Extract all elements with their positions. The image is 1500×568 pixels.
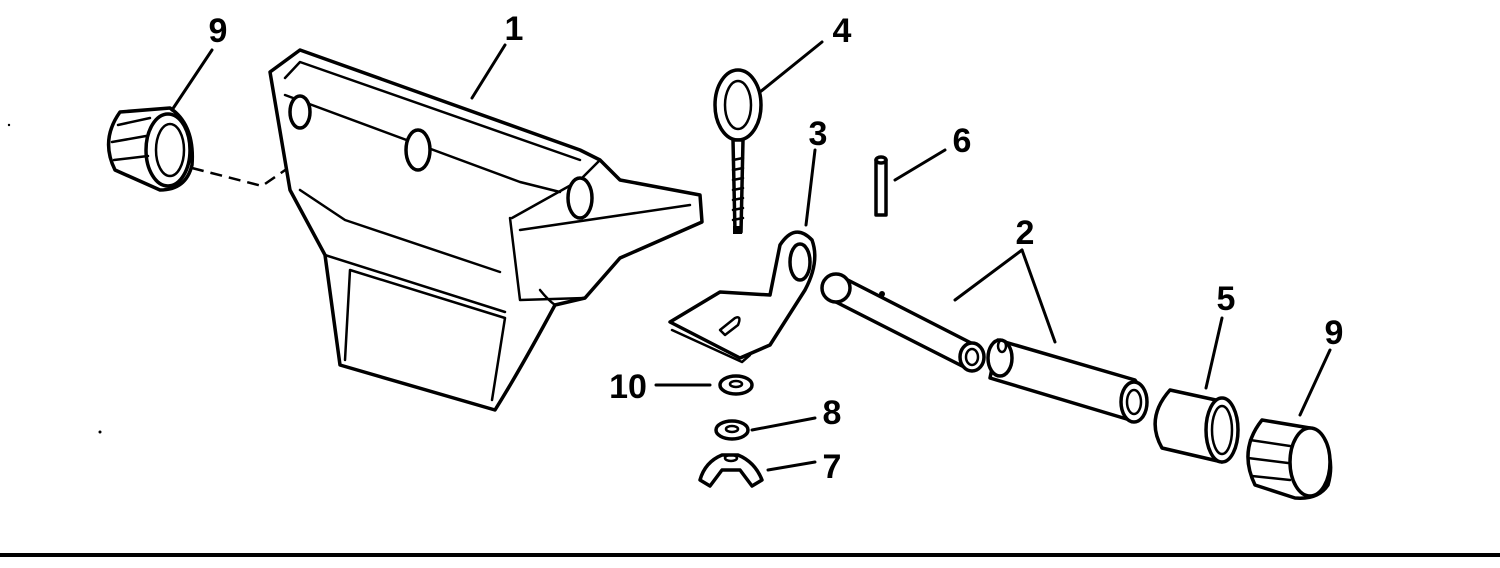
- leader-9-left: [170, 48, 214, 112]
- callout-9-right: 9: [1325, 314, 1344, 352]
- callout-6: 6: [953, 122, 972, 160]
- callout-8: 8: [823, 394, 842, 432]
- bracket: [268, 48, 704, 412]
- stray-dot-left: [98, 430, 102, 434]
- leader-lines: [170, 40, 1332, 472]
- stray-dot-top: [7, 123, 11, 127]
- tube-lower: [986, 338, 1149, 424]
- eye-bolt: [713, 68, 763, 234]
- leader-8: [750, 416, 817, 432]
- leader-1: [470, 43, 507, 100]
- leader-3: [804, 148, 817, 227]
- callout-4: 4: [833, 12, 852, 50]
- callout-7: 7: [823, 448, 842, 486]
- leader-9-right: [1298, 348, 1332, 417]
- callout-10: 10: [609, 368, 647, 406]
- leader-2b: [1020, 248, 1057, 344]
- leader-2a: [953, 248, 1024, 302]
- washer-10: [718, 374, 754, 396]
- leader-7: [766, 460, 817, 472]
- callout-5: 5: [1217, 280, 1236, 318]
- assembly-dashed-line-left: [191, 120, 356, 188]
- washer-8: [714, 419, 750, 441]
- tube-upper: [820, 272, 986, 373]
- sleeve: [1153, 388, 1240, 464]
- wing-nut: [698, 453, 764, 488]
- pin: [874, 155, 888, 217]
- callout-1: 1: [505, 10, 524, 48]
- callout-2: 2: [1016, 214, 1035, 252]
- end-cap-right: [1246, 418, 1333, 500]
- bottom-rule: [0, 553, 1500, 557]
- callout-3: 3: [809, 115, 828, 153]
- callout-9-left: 9: [209, 12, 228, 50]
- angle-clip: [668, 230, 817, 364]
- leader-5: [1204, 316, 1224, 390]
- end-cap-left: [106, 106, 195, 192]
- leader-4: [758, 40, 824, 94]
- leader-6: [893, 148, 947, 182]
